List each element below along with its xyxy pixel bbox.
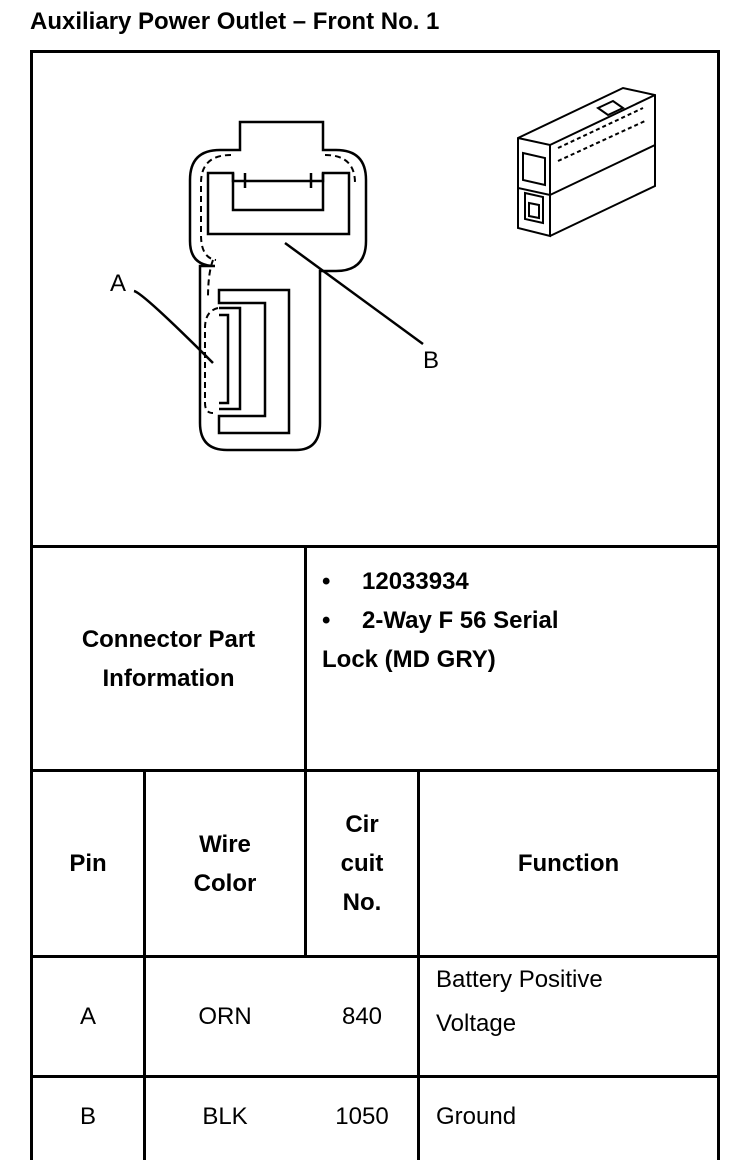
bullet: •	[322, 607, 331, 634]
row-a-function: Battery Positive Voltage	[436, 958, 717, 1075]
connector-3d-view	[517, 86, 656, 238]
row-a-pin: A	[79, 1003, 96, 1030]
row-a-circuit: 840	[341, 1003, 383, 1030]
divider	[30, 545, 720, 548]
row-b-function: Ground	[436, 1102, 517, 1130]
header-pin: Pin	[69, 850, 107, 877]
header-circuit: Cir cuit No.	[307, 772, 417, 955]
connector-info-label: Connector Part Information	[33, 548, 304, 769]
divider	[143, 769, 146, 1160]
connector-info-label-line2: Information	[102, 664, 235, 692]
connector-description-line1: 2-Way F 56 Serial	[362, 607, 559, 634]
connector-description-line2: Lock (MD GRY)	[322, 646, 496, 673]
pin-b-label: B	[423, 347, 439, 374]
part-number: 12033934	[362, 568, 469, 595]
table-frame	[30, 50, 720, 1160]
connector-diagram: A B	[110, 86, 656, 452]
connector-info-label-line1: Connector Part	[81, 625, 256, 653]
header-circuit-line3: No.	[342, 889, 382, 916]
row-a-color: ORN	[198, 1003, 252, 1030]
row-a-function-line2: Voltage	[436, 1010, 517, 1037]
divider	[304, 545, 307, 955]
divider	[417, 769, 420, 1160]
header-wire-color-line2: Color	[193, 869, 257, 897]
divider	[30, 955, 720, 958]
header-circuit-line2: cuit	[340, 850, 384, 877]
row-b-pin: B	[79, 1102, 96, 1130]
header-function: Function	[517, 850, 620, 877]
divider	[30, 769, 720, 772]
row-b-color: BLK	[202, 1102, 248, 1130]
header-wire-color: Wire Color	[146, 772, 304, 955]
row-a-function-line1: Battery Positive	[436, 966, 603, 993]
header-wire-color-line1: Wire	[199, 830, 251, 858]
connector-info-details: • 12033934 • 2-Way F 56 Serial Lock (MD GR…	[322, 562, 559, 679]
row-b-circuit: 1050	[335, 1102, 389, 1130]
bullet: •	[322, 568, 331, 595]
divider	[30, 1075, 720, 1078]
page-title: Auxiliary Power Outlet – Front No. 1	[30, 8, 440, 35]
header-circuit-line1: Cir	[345, 811, 379, 838]
pin-a-label: A	[110, 270, 126, 297]
